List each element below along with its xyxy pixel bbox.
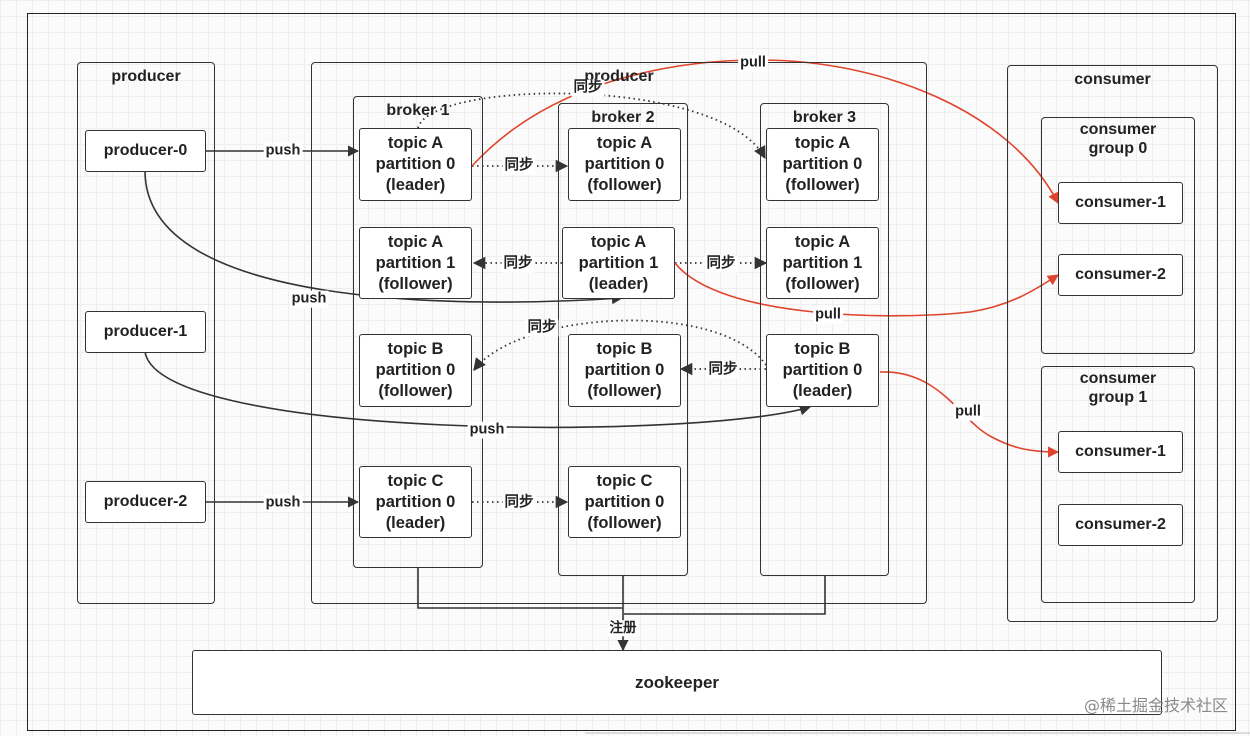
push-label-p0-b2: push: [289, 290, 329, 308]
b2-topicA-p0[interactable]: topic A partition 0 (follower): [568, 128, 681, 201]
b2-topicA-p0-role: (follower): [587, 176, 662, 194]
sync-label-tA0-b1-b3: 同步: [571, 79, 605, 97]
b2-topicA-p1-role: (leader): [588, 274, 649, 293]
broker-1-title: broker 1: [386, 102, 450, 119]
b1-topicA-p1-partition: partition 1: [375, 253, 456, 272]
b1-topicB-p0[interactable]: topic B partition 0 (follower): [359, 334, 472, 407]
g0-consumer-2-label: consumer-2: [1075, 266, 1166, 283]
b2-topicA-p0-partition: partition 0: [584, 155, 665, 173]
b1-topicB-p0-partition: partition 0: [375, 361, 456, 379]
b1-topicA-p0[interactable]: topic A partition 0 (leader): [359, 128, 472, 201]
sync-label-tB0-b3-b2: 同步: [706, 361, 740, 379]
broker-2-title: broker 2: [591, 109, 655, 126]
b1-topicB-p0-topic: topic B: [387, 340, 444, 358]
pull-label-mid: pull: [813, 306, 843, 324]
producer-2-label: producer-2: [103, 493, 188, 510]
consumer-group-0-title: consumer group 0: [1079, 121, 1157, 158]
b2-topicB-p0[interactable]: topic B partition 0 (follower): [568, 334, 681, 407]
b2-topicC-p0[interactable]: topic C partition 0 (follower): [568, 466, 681, 538]
producer-1-label: producer-1: [103, 323, 188, 340]
b3-topicB-p0[interactable]: topic B partition 0 (leader): [766, 334, 879, 407]
pull-label-top: pull: [738, 54, 768, 72]
b3-topicA-p1[interactable]: topic A partition 1 (follower): [766, 227, 879, 299]
bottom-scrollbar-track[interactable]: [585, 732, 1250, 734]
producer-2-node[interactable]: producer-2: [85, 481, 206, 523]
sync-label-tA1-b2-b1: 同步: [501, 255, 535, 273]
b2-topicB-p0-partition: partition 0: [584, 361, 665, 379]
diagram-canvas: [27, 13, 1236, 731]
consumers-panel: consumer: [1007, 65, 1218, 622]
cluster-panel-title: producer: [584, 68, 654, 85]
b1-topicC-p0-role: (leader): [385, 513, 446, 532]
b2-topicC-p0-topic: topic C: [596, 471, 653, 490]
consumer-group-0: consumer group 0: [1041, 117, 1195, 354]
b1-topicA-p1[interactable]: topic A partition 1 (follower): [359, 227, 472, 299]
b2-topicA-p1-topic: topic A: [590, 232, 647, 251]
g0-consumer-2[interactable]: consumer-2: [1058, 254, 1183, 296]
register-label: 注册: [607, 620, 639, 636]
consumer-group-1-title: consumer group 1: [1079, 370, 1157, 407]
b3-topicB-p0-partition: partition 0: [782, 361, 863, 379]
b1-topicA-p0-role: (leader): [385, 176, 446, 194]
g1-consumer-1-label: consumer-1: [1075, 443, 1166, 460]
b3-topicA-p0[interactable]: topic A partition 0 (follower): [766, 128, 879, 201]
watermark: @稀土掘金技术社区: [1083, 696, 1228, 715]
b3-topicA-p0-role: (follower): [785, 176, 860, 194]
b1-topicC-p0[interactable]: topic C partition 0 (leader): [359, 466, 472, 538]
b3-topicA-p0-partition: partition 0: [782, 155, 863, 173]
broker-3-title: broker 3: [792, 109, 857, 126]
sync-label-tC0-b1-b2: 同步: [502, 494, 536, 512]
broker-3: broker 3: [760, 103, 889, 576]
b1-topicC-p0-topic: topic C: [387, 471, 444, 490]
producers-panel-title: producer: [111, 68, 181, 85]
broker-1: broker 1: [353, 96, 483, 568]
b1-topicA-p0-topic: topic A: [387, 134, 444, 152]
consumers-panel-title: consumer: [1074, 71, 1151, 88]
producers-panel: producer: [77, 62, 215, 604]
g0-consumer-1-label: consumer-1: [1075, 194, 1166, 211]
b1-topicA-p1-role: (follower): [378, 274, 453, 293]
b1-topicC-p0-partition: partition 0: [375, 492, 456, 511]
b3-topicA-p1-role: (follower): [785, 274, 860, 293]
push-label-p1-b3: push: [467, 421, 507, 439]
zookeeper-node[interactable]: zookeeper: [192, 650, 1162, 715]
b1-topicA-p0-partition: partition 0: [375, 155, 456, 173]
b3-topicA-p1-partition: partition 1: [782, 253, 863, 272]
zookeeper-label: zookeeper: [634, 672, 720, 692]
producer-0-label: producer-0: [103, 142, 188, 159]
b2-topicB-p0-role: (follower): [587, 382, 662, 400]
b2-topicA-p1[interactable]: topic A partition 1 (leader): [562, 227, 675, 299]
g1-consumer-2-label: consumer-2: [1075, 516, 1166, 533]
pull-label-bottom: pull: [953, 403, 983, 421]
b3-topicA-p1-topic: topic A: [794, 232, 851, 251]
sync-label-tB0-b3-b1: 同步: [525, 319, 559, 337]
b2-topicC-p0-partition: partition 0: [584, 492, 665, 511]
b3-topicB-p0-topic: topic B: [794, 340, 851, 358]
producer-1-node[interactable]: producer-1: [85, 311, 206, 353]
b2-topicA-p0-topic: topic A: [596, 134, 653, 152]
b2-topicC-p0-role: (follower): [587, 513, 662, 532]
b3-topicB-p0-role: (leader): [792, 382, 853, 400]
g1-consumer-2[interactable]: consumer-2: [1058, 504, 1183, 546]
consumer-group-1: consumer group 1: [1041, 366, 1195, 603]
b3-topicA-p0-topic: topic A: [794, 134, 851, 152]
g0-consumer-1[interactable]: consumer-1: [1058, 182, 1183, 224]
producer-0-node[interactable]: producer-0: [85, 130, 206, 172]
b2-topicB-p0-topic: topic B: [596, 340, 653, 358]
b1-topicB-p0-role: (follower): [378, 382, 453, 400]
g1-consumer-1[interactable]: consumer-1: [1058, 431, 1183, 473]
push-label-p0-b1: push: [263, 142, 303, 160]
sync-label-tA0-b1-b2: 同步: [502, 157, 536, 175]
broker-2: broker 2: [558, 103, 688, 576]
b1-topicA-p1-topic: topic A: [387, 232, 444, 251]
sync-label-tA1-b2-b3: 同步: [704, 255, 738, 273]
push-label-p2-b1: push: [263, 494, 303, 512]
b2-topicA-p1-partition: partition 1: [578, 253, 659, 272]
